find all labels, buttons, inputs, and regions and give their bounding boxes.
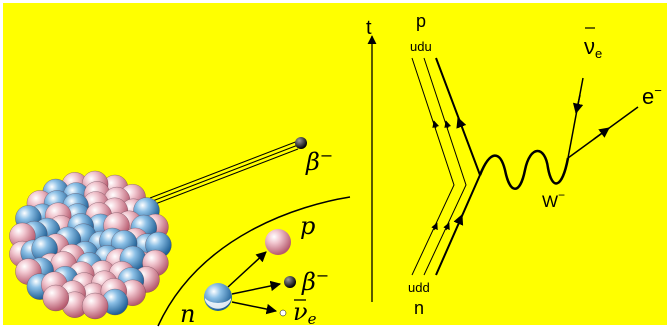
antineutrino-arrow xyxy=(572,94,584,115)
antineutrino-label-left: νe xyxy=(293,298,317,328)
antineutrino-particle xyxy=(279,309,287,317)
beta-particle-top xyxy=(295,137,307,149)
svg-text:νe: νe xyxy=(584,34,602,61)
antineutrino-line xyxy=(567,77,584,159)
neutron-label-right: n xyxy=(414,298,424,318)
atomic-nucleus xyxy=(9,170,172,320)
emitted-proton xyxy=(265,229,291,255)
antineutrino-label-right: νe xyxy=(584,27,602,61)
separator-arc xyxy=(157,196,351,327)
w-boson-label: W− xyxy=(542,188,565,211)
arrow-to-beta xyxy=(231,280,282,295)
feynman-diagram-panel: t p udu udd n νe e− W xyxy=(366,11,662,318)
proton-label-right: p xyxy=(416,11,426,31)
nucleon-proton xyxy=(42,284,69,312)
w-boson-line xyxy=(478,149,570,190)
time-axis-label: t xyxy=(366,17,372,39)
electron-arrow xyxy=(593,127,610,140)
beta-emission-trail xyxy=(149,140,299,207)
proton-quarks-label: udu xyxy=(410,39,432,54)
nucleon-proton xyxy=(81,292,109,320)
electron-label: e− xyxy=(642,83,662,109)
beta-particle-bottom xyxy=(284,276,296,288)
proton-label-left: p xyxy=(300,212,315,240)
nucleus-panel: β− n p β− νe xyxy=(9,137,351,328)
arrow-to-proton xyxy=(227,251,267,288)
svg-text:νe: νe xyxy=(293,298,317,328)
neutron-quarks-label: udd xyxy=(408,280,430,295)
neutron-label: n xyxy=(180,300,195,328)
arrow-to-antineutrino xyxy=(231,301,278,315)
beta-label-bottom: β− xyxy=(301,266,329,296)
beta-label-top: β− xyxy=(305,146,333,176)
neutron-shading xyxy=(205,298,231,309)
